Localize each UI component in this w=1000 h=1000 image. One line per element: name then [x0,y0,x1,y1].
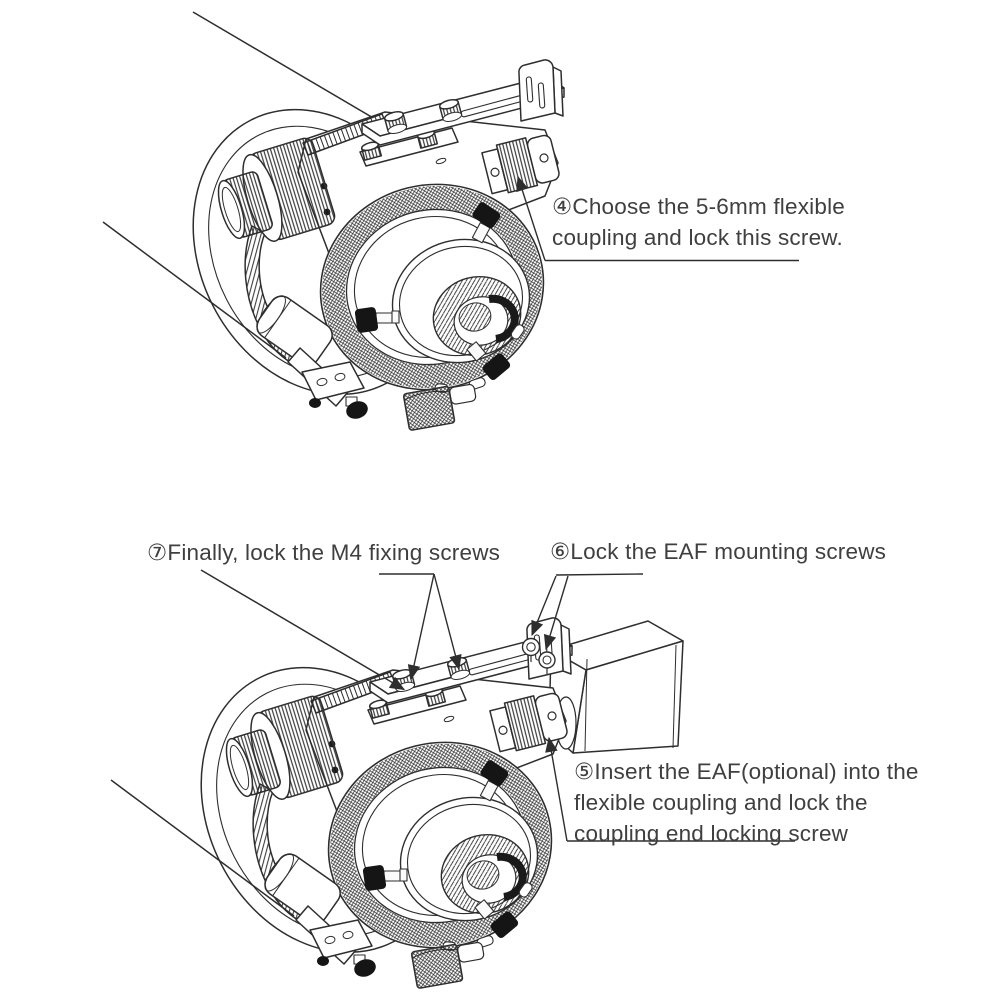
figure-eaf-installed [111,570,684,995]
annotation-step4: ④Choose the 5-6mm flexible coupling and … [552,194,845,250]
eaf-motor-box [548,620,684,754]
figure-coupling [103,12,565,437]
leader-lines [379,175,799,842]
annotation-step5: ⑤Insert the EAF(optional) into the flexi… [574,759,919,846]
annotation-step7: ⑦Finally, lock the M4 fixing screws [147,540,501,565]
eaf-mounting-screws [521,637,556,674]
annotation-step6: ⑥Lock the EAF mounting screws [550,539,887,564]
